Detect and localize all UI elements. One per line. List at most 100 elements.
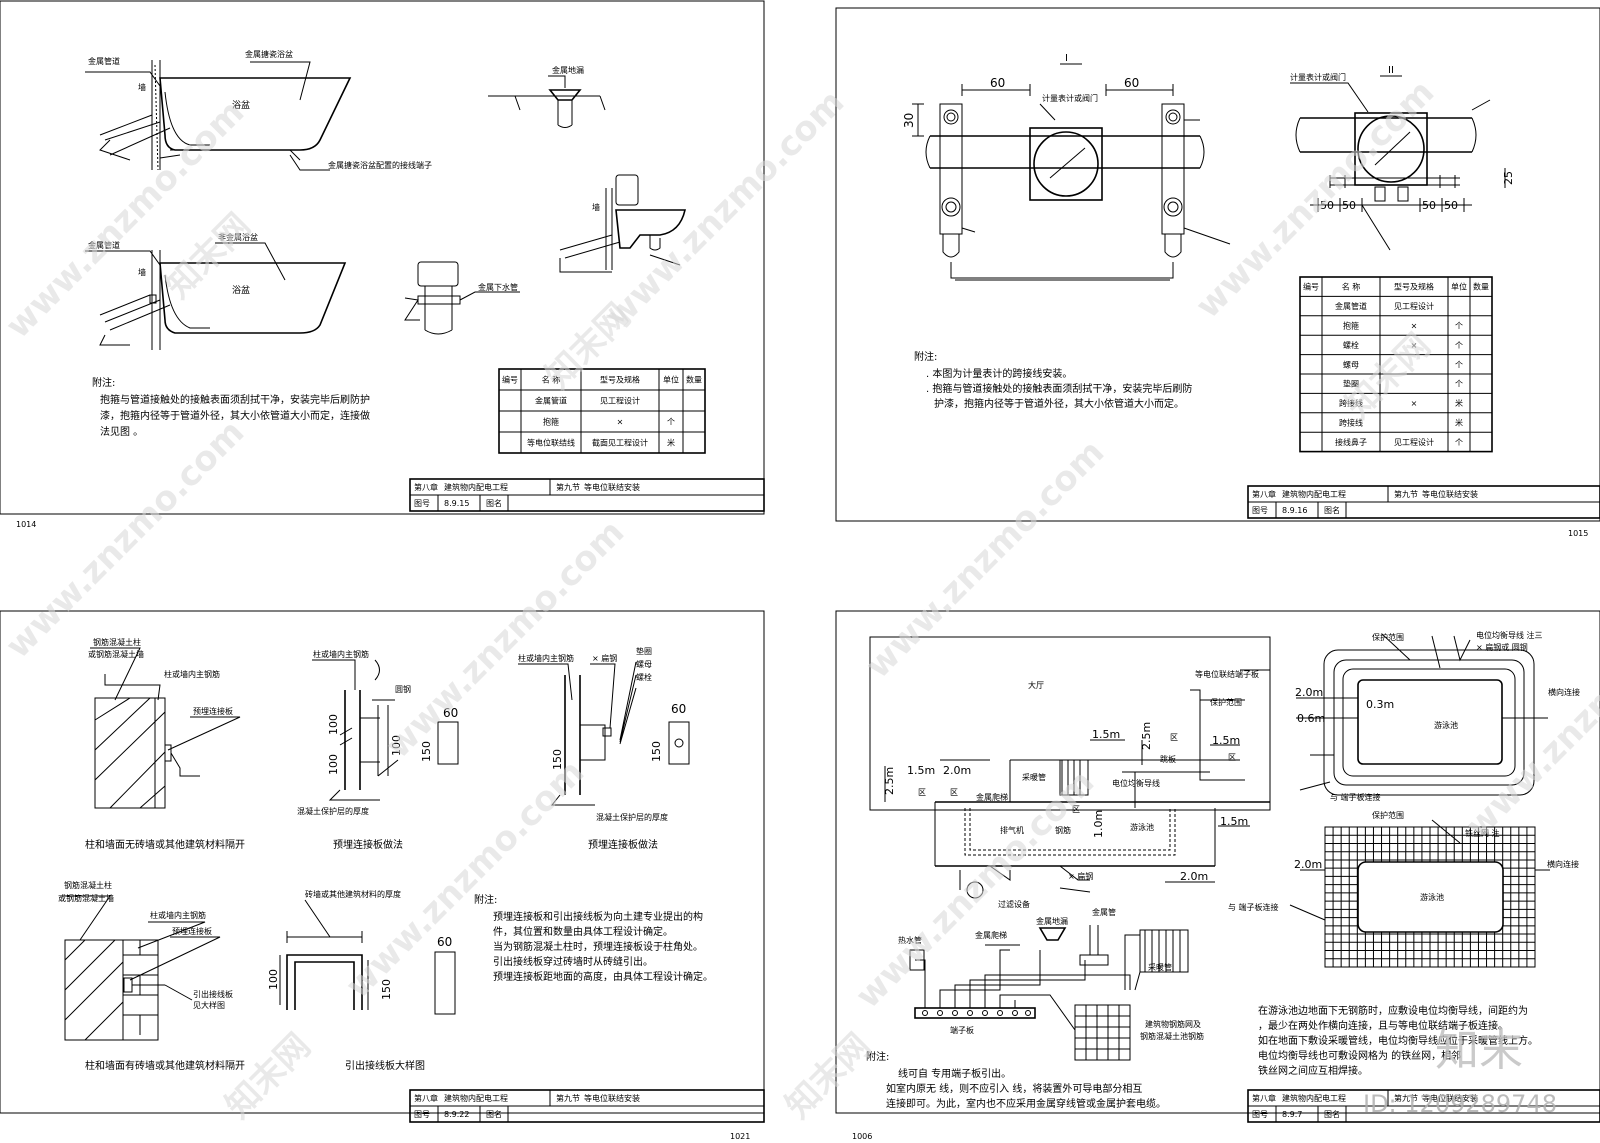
label-terminal-link: 与 端子板连接 xyxy=(1228,902,1279,912)
table-cell: 个 xyxy=(1455,341,1463,350)
title-chapter-name: 建筑物内配电工程 xyxy=(1282,489,1346,499)
caption: 柱和墙面有砖墙或其他建筑材料隔开 xyxy=(85,1059,245,1072)
terminal-board-schematic: 热水管 金属爬梯 金属地漏 金属管 采暖管 端子板 建筑物钢筋网及 钢筋混凝土池… xyxy=(898,907,1204,1061)
table-header-cell: 编号 xyxy=(1303,282,1319,292)
title-fig-no: 8.9.16 xyxy=(1282,506,1307,515)
title-section: 第九节 xyxy=(556,482,580,492)
label-meter-1: 计量表计或阀门 xyxy=(1042,93,1098,103)
watermark-text: www.znzmo.com xyxy=(338,752,592,1006)
notes-line: 线可自 专用端子板引出。 xyxy=(898,1067,1011,1080)
label-metal-pipe-1: 金属管道 xyxy=(88,56,120,66)
title-chapter: 第八章 xyxy=(1252,489,1276,499)
table-cell: 接线鼻子 xyxy=(1335,437,1367,447)
dim-50: 50 xyxy=(1320,199,1334,212)
label-rebar: 钢筋 xyxy=(1055,825,1071,835)
dim-150: 150 xyxy=(420,741,433,762)
label-rc-column: 或钢筋混凝土墙 xyxy=(88,649,144,659)
title-name-label: 图名 xyxy=(1324,1109,1340,1119)
table-cell: 米 xyxy=(1455,398,1463,408)
caption: 柱和墙面无砖墙或其他建筑材料隔开 xyxy=(85,838,245,851)
table-cell: 螺母 xyxy=(1343,359,1359,369)
table-cell: 跨接线 xyxy=(1339,418,1363,428)
notes-line: 抱箍与管道接触处的接触表面须刮拭干净，安装完毕后刷防护 xyxy=(100,393,370,406)
title-section-name: 等电位联结安装 xyxy=(584,482,640,492)
table-cell: 螺栓 xyxy=(1343,340,1359,350)
notes-1021: 附注: 预埋连接板和引出接线板为向土建专业提出的构 件，其位置和数量由具体工程设… xyxy=(474,893,713,983)
table-cell: 个 xyxy=(1455,380,1463,389)
table-cell: 抱箍 xyxy=(543,417,559,427)
title-section: 第九节 xyxy=(1394,1093,1418,1103)
label-bath-2: 浴盆 xyxy=(232,284,250,296)
table-cell: 个 xyxy=(1455,322,1463,331)
title-fig-label: 图号 xyxy=(414,1110,430,1119)
label-terminal: 金属搪瓷浴盆配置的接线端子 xyxy=(328,160,432,170)
dim-150: 150 xyxy=(551,749,564,770)
table-cell: 见工程设计 xyxy=(1394,301,1434,311)
title-fig-label: 图号 xyxy=(1252,1110,1268,1119)
dim-2.5m: 2.5m xyxy=(883,767,896,795)
title-section-name: 等电位联结安装 xyxy=(584,1093,640,1103)
table-cell: 等电位联结线 xyxy=(527,438,575,448)
label-main-bar: 柱或墙内主钢筋 xyxy=(313,649,369,659)
watermark-text: 知末网 xyxy=(218,1026,318,1126)
table-cell: 金属管道 xyxy=(535,396,567,406)
page-number: 1015 xyxy=(1568,529,1588,538)
dim-150: 150 xyxy=(650,741,663,762)
dim-100: 100 xyxy=(327,754,340,775)
sheet-1015: I 60 60 30 计量表计或阀门 II 计量表计或阀门 25 50 xyxy=(835,7,1600,538)
dim-1.5m: 1.5m xyxy=(1212,734,1240,747)
page-number: 1006 xyxy=(852,1132,872,1141)
label-protect-zone: 保护范围 xyxy=(1210,697,1242,707)
notes-line: 预埋连接板和引出接线板为向土建专业提出的构 xyxy=(493,910,703,923)
label-brick-thickness: 砖墙或其他建筑材料的厚度 xyxy=(305,889,401,899)
label-zone: 区 xyxy=(1228,753,1236,762)
label-exhaust: 排气机 xyxy=(1000,825,1024,835)
label-zone: 区 xyxy=(950,788,958,797)
label-cross-link: 横向连接 xyxy=(1548,687,1580,697)
table-cell: 个 xyxy=(667,418,675,427)
label-lead-plate: 引出接线板 xyxy=(193,989,233,999)
dim-100: 100 xyxy=(390,735,403,756)
floor-drain-detail: 金属地漏 xyxy=(488,65,606,128)
label-conductor: 电位均衡导线 xyxy=(1112,778,1160,788)
watermark-text: www.znzmo.com xyxy=(378,512,632,766)
table-header-cell: 单位 xyxy=(663,375,679,385)
label-pool: 游泳池 xyxy=(1420,892,1444,902)
notes-line: ，最少在两处作横向连接，且与等电位联结端子板连接。 xyxy=(1258,1019,1508,1032)
title-chapter-name: 建筑物内配电工程 xyxy=(444,482,508,492)
table-cell: 个 xyxy=(1455,438,1463,447)
notes-head: 附注: xyxy=(866,1050,889,1063)
dim-0.3m: 0.3m xyxy=(1366,698,1394,711)
dim-60: 60 xyxy=(437,935,452,949)
view-label-II: II xyxy=(1388,65,1394,76)
label-protect-zone: 保护范围 xyxy=(1372,810,1404,820)
label-metal-pipe: 金属管 xyxy=(1092,907,1116,917)
view-label-I: I xyxy=(1065,53,1068,64)
label-rc-column: 或钢筋混凝土墙 xyxy=(58,893,114,903)
label-plate: 预埋连接板 xyxy=(193,706,233,716)
label-zone: 区 xyxy=(1072,805,1080,814)
label-terminal-board: 等电位联结端子板 xyxy=(1195,669,1259,679)
toilet-detail: 墙 xyxy=(559,174,687,273)
dim-30: 30 xyxy=(902,113,916,128)
label-flat-bar: × 扁钢 xyxy=(1068,871,1093,881)
notes-1015: 附注: . 本图为计量表计的跨接线安装。 . 抱箍与管道接触处的接触表面须刮拭干… xyxy=(914,350,1192,410)
watermark-text: 知末网 xyxy=(778,1026,878,1126)
notes-line: 当为钢筋混凝土柱时，预埋连接板设于柱角处。 xyxy=(493,940,703,953)
notes-line: 漆，抱箍内径等于管道外径，其大小依管道大小而定，连接做 xyxy=(100,409,370,422)
label-diving-board: 跳板 xyxy=(1160,754,1176,764)
table-header-cell: 型号及规格 xyxy=(600,375,640,385)
dim-1.5m: 1.5m xyxy=(907,764,935,777)
table-cell: 个 xyxy=(1455,360,1463,369)
pool-plan-mesh: 保护范围 铁丝网 注 游泳池 2.0m 横向连接 与 端子板连接 xyxy=(1228,810,1579,968)
watermark-id: ID: 1209289748 xyxy=(1363,1090,1557,1118)
dim-50: 50 xyxy=(1422,199,1436,212)
dim-60: 60 xyxy=(990,76,1005,90)
bathtub-nonmetal-detail: 金属管道 墙 非金属浴盆 浴盆 xyxy=(85,232,347,350)
page-number: 1021 xyxy=(730,1132,750,1141)
label-main-bar: 柱或墙内主钢筋 xyxy=(518,653,574,663)
dim-100: 100 xyxy=(327,714,340,735)
table-cell: 金属管道 xyxy=(1335,301,1367,311)
